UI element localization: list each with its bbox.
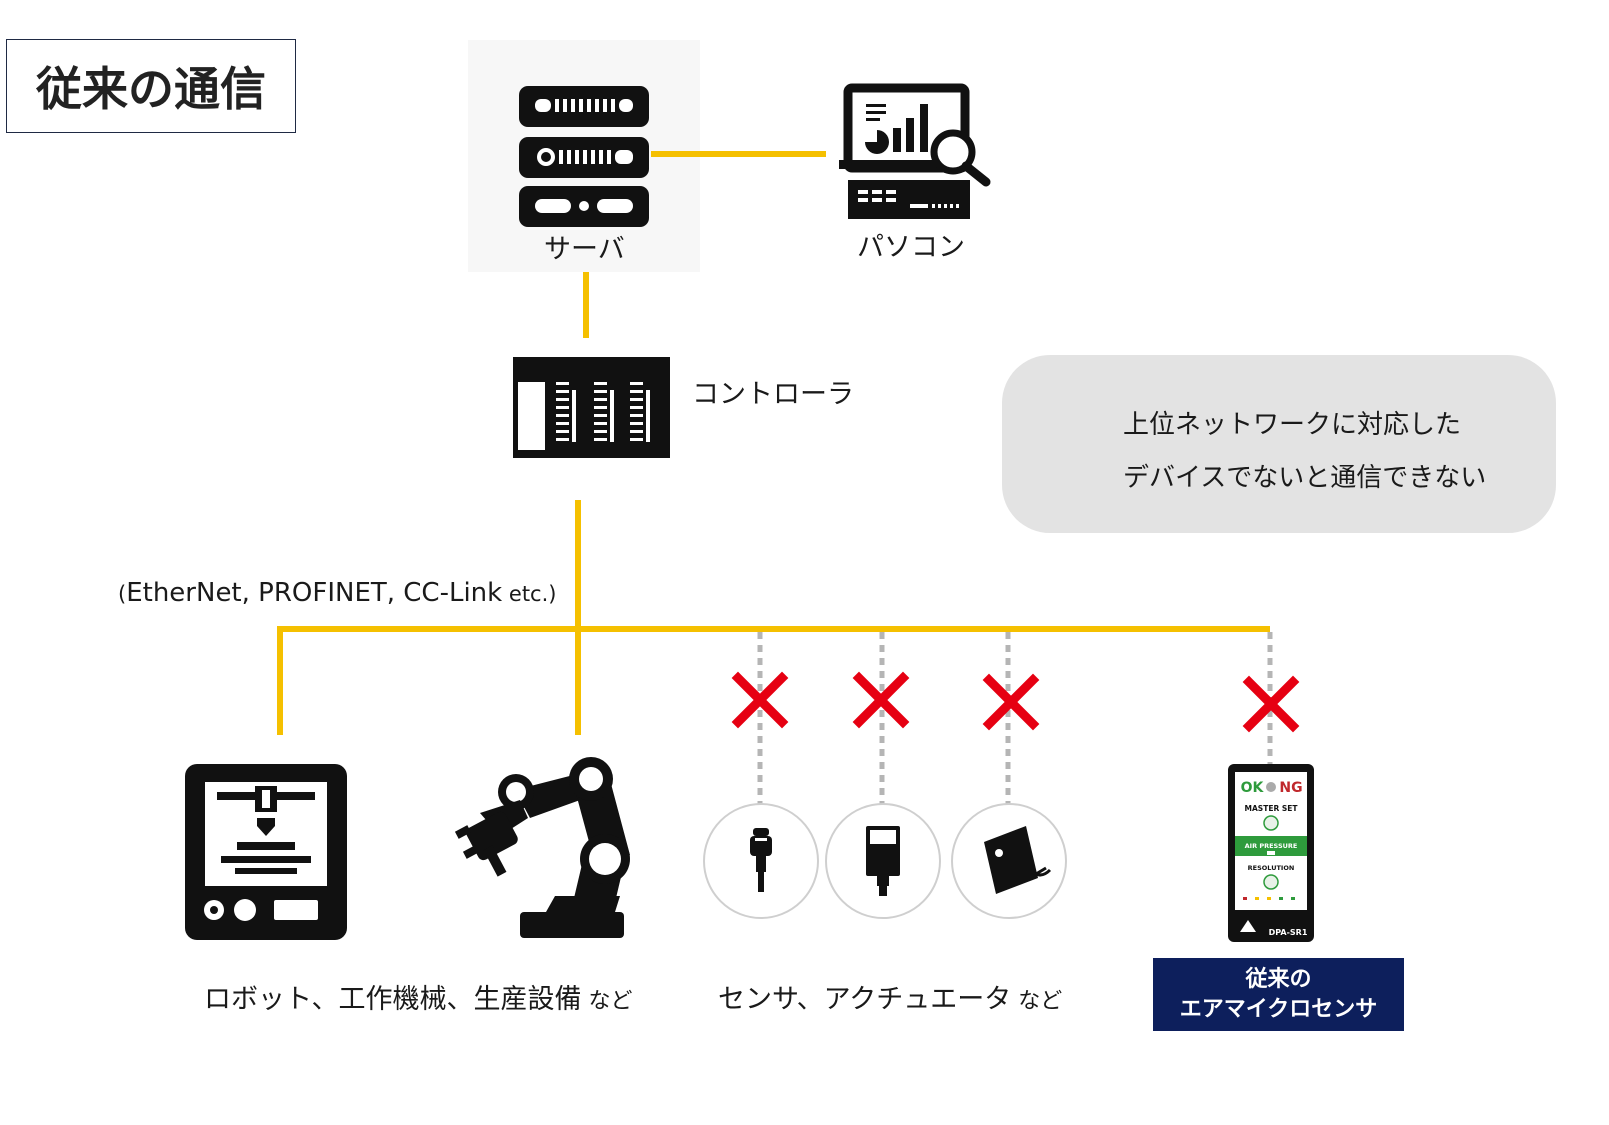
x-mark-icon <box>1242 675 1300 733</box>
device-resolution-label: RESOLUTION <box>1248 864 1295 872</box>
controller-label: コントローラ <box>692 379 854 410</box>
x-mark-icon <box>982 673 1040 731</box>
message-bubble <box>1002 355 1556 533</box>
device-ng-label: NG <box>1279 780 1302 796</box>
legacy-sensor-line-2: エアマイクロセンサ <box>1179 996 1378 1022</box>
connection-lines <box>277 151 1270 735</box>
blocked-marks <box>731 671 1300 733</box>
protocol-label: (EtherNet, PROFINET, CC-Link etc.) <box>118 578 556 608</box>
air-micro-sensor-device: OK NG MASTER SET AIR PRESSURE RESOLUTION… <box>1228 764 1314 942</box>
proximity-sensor-icon <box>703 803 819 919</box>
blocked-links <box>757 632 1273 805</box>
message-line-1: 上位ネットワークに対応した <box>1123 410 1462 440</box>
analytics-pc-icon <box>839 83 991 219</box>
device-logo-icon <box>1240 920 1256 932</box>
square-sensor-icon <box>825 803 941 919</box>
protocol-open: ( <box>118 582 127 606</box>
sensors-caption: センサ、アクチュエータ など <box>718 977 1062 1016</box>
device-ok-label: OK <box>1241 780 1265 796</box>
page-title: 従来の通信 <box>6 39 296 133</box>
photoelectric-sensor-icon <box>951 803 1067 919</box>
protocol-etc: etc.) <box>502 582 557 606</box>
legacy-sensor-line-1: 従来の <box>1245 966 1312 992</box>
controller-icon <box>513 357 670 458</box>
machines-caption-text: ロボット、工作機械、生産設備 <box>204 984 582 1015</box>
legacy-sensor-badge: 従来の エアマイクロセンサ <box>1153 958 1404 1031</box>
sensors-caption-suffix: など <box>1011 989 1063 1014</box>
robot-arm-icon <box>454 757 630 938</box>
x-mark-icon <box>731 671 789 729</box>
device-model-label: DPA-SR1 <box>1269 928 1308 937</box>
server-label: サーバ <box>544 234 625 265</box>
server-icon <box>519 86 649 227</box>
sensor-icons <box>703 803 1067 919</box>
machines-caption: ロボット、工作機械、生産設備 など <box>204 977 632 1016</box>
device-master-set-label: MASTER SET <box>1245 804 1299 813</box>
machine-tool-icon <box>185 764 347 940</box>
message-line-2: デバイスでないと通信できない <box>1123 463 1487 493</box>
sensors-caption-text: センサ、アクチュエータ <box>718 984 1012 1015</box>
device-led-row <box>1243 897 1295 900</box>
protocol-names: EtherNet, PROFINET, CC-Link <box>126 578 503 608</box>
device-air-pressure-label: AIR PRESSURE <box>1245 842 1298 850</box>
x-mark-icon <box>852 671 910 729</box>
pc-label: パソコン <box>857 232 965 263</box>
machines-caption-suffix: など <box>581 989 633 1014</box>
